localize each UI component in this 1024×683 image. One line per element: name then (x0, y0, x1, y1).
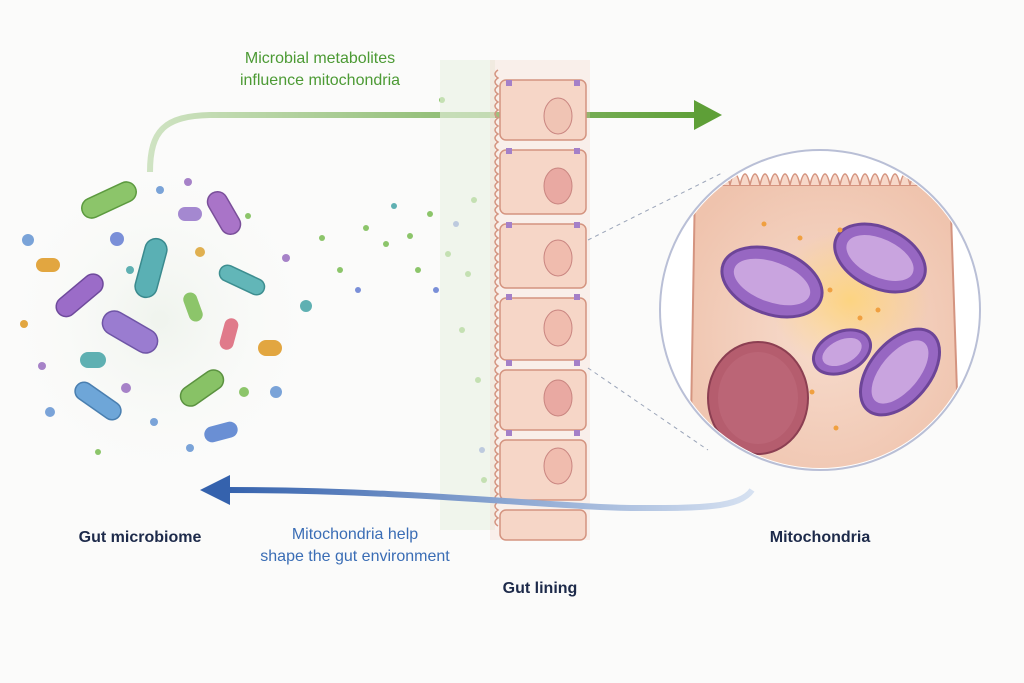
green-arrow-head-icon (694, 100, 722, 130)
energy-dots (761, 221, 881, 431)
bottom-arrow-label: Mitochondria help shape the gut environm… (230, 524, 480, 568)
gut-microbiome-cluster (0, 150, 325, 490)
cell-nuclei (543, 97, 573, 485)
top-arrow-label: Microbial metabolites influence mitochon… (210, 48, 430, 92)
gut-lining-column (440, 60, 590, 541)
bottom-arrow-label-line2: shape the gut environment (260, 548, 450, 565)
mitochondria-label: Mitochondria (769, 529, 871, 546)
blue-arrow-head-icon (200, 475, 230, 505)
epithelial-cells (499, 79, 587, 541)
green-arrow-path (147, 112, 700, 173)
bacteria-icon (36, 181, 282, 443)
top-arrow-label-line2: influence mitochondria (239, 72, 401, 89)
microvilli (699, 173, 951, 186)
top-arrow-label-line1: Microbial metabolites (244, 50, 396, 67)
microvilli-edge (494, 69, 500, 527)
cell-junctions (506, 80, 580, 436)
microbe-dots (20, 178, 312, 455)
mitochondrion-icon (720, 222, 942, 417)
magnified-cell (659, 149, 981, 471)
blue-arrow-path (225, 487, 755, 512)
bottom-arrow-label-line1: Mitochondria help (291, 526, 419, 543)
gut-lining-label: Gut lining (502, 580, 578, 597)
gut-microbiome-label: Gut microbiome (78, 529, 202, 546)
zoom-line-top (587, 171, 725, 241)
zoom-line-bottom (587, 367, 709, 451)
